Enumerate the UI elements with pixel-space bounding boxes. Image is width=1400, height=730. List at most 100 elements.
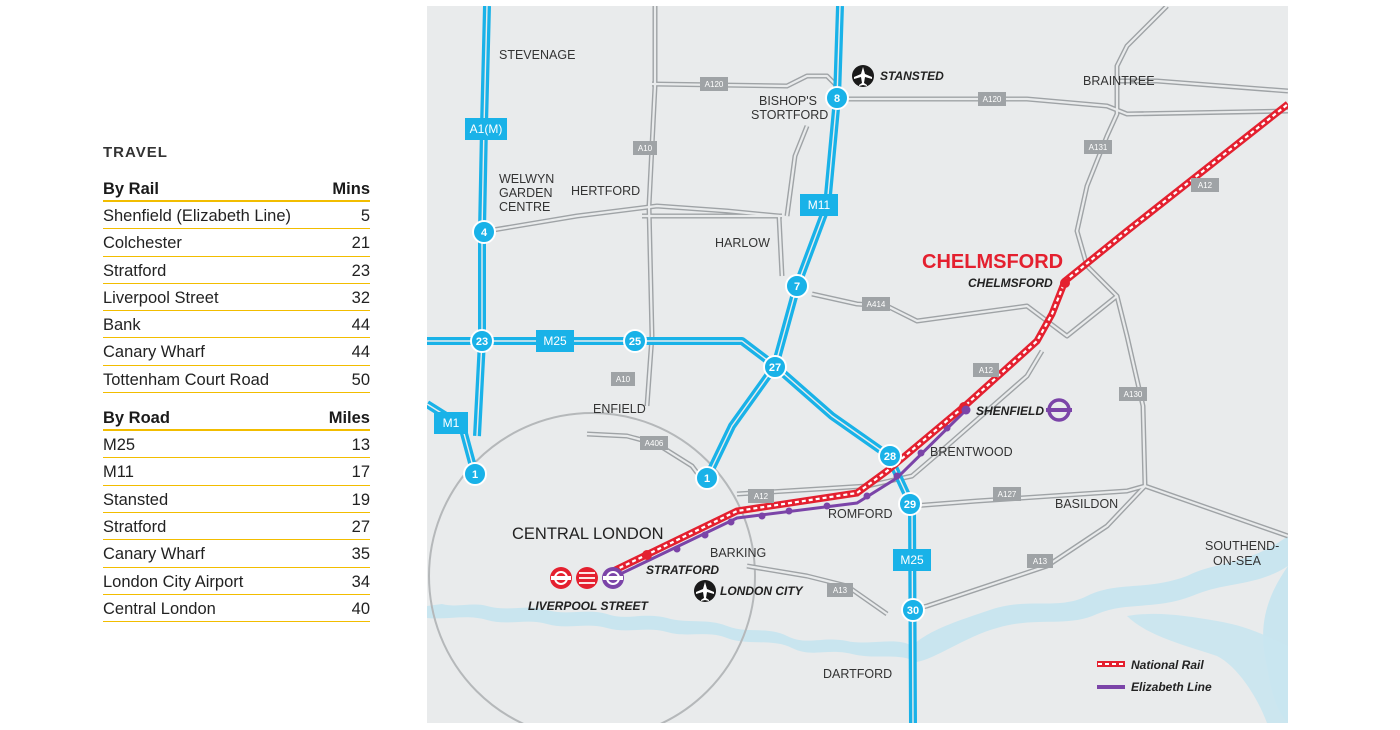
place-romford: ROMFORD [828,507,893,521]
a120-shield: A120 [700,77,728,91]
a-road-shields: A120 A120 A10 A131 A12 A414 A10 A12 A130… [611,77,1219,597]
legend-national-rail: National Rail [1131,658,1204,672]
shenfield-elizabeth-roundel[interactable] [1046,398,1072,422]
svg-text:A12: A12 [754,492,769,501]
svg-text:A130: A130 [1124,390,1143,399]
svg-text:28: 28 [884,451,896,463]
place-welwyn: GARDEN [499,186,552,200]
legend-elizabeth-line: Elizabeth Line [1131,680,1212,694]
svg-text:A406: A406 [645,439,664,448]
station-shenfield: SHENFIELD [976,404,1044,418]
junction-1-m11[interactable]: 1 [695,466,719,490]
rail-table: Shenfield (Elizabeth Line) 5 Colchester 21… [103,202,370,394]
stratford-station-dot[interactable] [642,550,652,560]
junction-8[interactable]: 8 [825,86,849,110]
junction-25[interactable]: 25 [623,329,647,353]
svg-text:29: 29 [904,499,916,511]
junction-27[interactable]: 27 [763,355,787,379]
m25-shield: M25 [536,330,574,352]
svg-text:A13: A13 [1033,557,1048,566]
place-labels: STEVENAGE WELWYN GARDEN CENTRE HERTFORD … [499,48,1279,681]
place-basildon: BASILDON [1055,497,1118,511]
row-name: Shenfield (Elizabeth Line) [103,207,292,225]
liverpool-street-national-rail-icon[interactable] [576,567,598,589]
shenfield-elizabeth-dot[interactable] [961,405,971,415]
a120-shield: A120 [978,92,1006,106]
junction-30[interactable]: 30 [901,598,925,622]
svg-text:7: 7 [794,281,800,293]
svg-text:M25: M25 [900,553,924,567]
place-harlow: HARLOW [715,236,770,250]
a13-shield: A13 [827,583,853,597]
row-value: 50 [351,370,370,389]
central-london-circle [428,412,756,723]
place-chelmsford-highlight: CHELMSFORD [922,251,1063,273]
place-central-london: CENTRAL LONDON [512,525,664,543]
place-stevenage: STEVENAGE [499,48,575,62]
a13-shield: A13 [1027,554,1053,568]
travel-panel: TRAVEL By Rail Mins Shenfield (Elizabeth… [103,144,370,623]
table-row: Shenfield (Elizabeth Line) 5 [103,202,370,230]
svg-text:M1: M1 [443,416,460,430]
road-heading: By Road [103,409,170,428]
place-welwyn: WELWYN [499,172,554,186]
road-unit: Miles [328,409,370,428]
place-bishops-stortford: BISHOP'S [759,94,817,108]
location-map[interactable]: A120 A120 A10 A131 A12 A414 A10 A12 A130… [427,6,1288,723]
svg-text:A10: A10 [616,375,631,384]
row-name: Tottenham Court Road [103,370,270,389]
motorway-shields: A1(M) M11 M25 M1 M25 [434,118,931,571]
place-southend: ON-SEA [1213,554,1262,568]
national-rail-route [605,101,1288,578]
place-braintree: BRAINTREE [1083,74,1155,88]
junction-4[interactable]: 4 [472,220,496,244]
thames-estuary [427,536,1288,723]
svg-text:A120: A120 [705,80,724,89]
a-roads [486,6,1288,617]
svg-text:A10: A10 [638,144,653,153]
row-value: 5 [360,207,370,225]
a127-shield: A127 [993,487,1021,501]
liverpool-street-elizabeth-roundel[interactable] [602,567,624,589]
junction-7[interactable]: 7 [785,274,809,298]
svg-text:8: 8 [834,93,840,105]
junction-1-m1[interactable]: 1 [463,462,487,486]
row-name: Canary Wharf [103,343,205,362]
row-name: M25 [103,436,136,455]
junction-28[interactable]: 28 [878,444,902,468]
row-name: Stratford [103,517,167,536]
svg-text:M11: M11 [808,198,831,212]
a10-shield: A10 [633,141,657,155]
stansted-airport-icon[interactable] [852,65,874,87]
row-value: 34 [351,572,370,591]
svg-text:30: 30 [907,605,919,617]
place-bishops-stortford: STORTFORD [751,108,828,122]
road-table-header: By Road Miles [103,407,370,432]
station-london-city: LONDON CITY [720,584,804,598]
a1m-shield: A1(M) [465,118,507,140]
place-enfield: ENFIELD [593,402,646,416]
place-hertford: HERTFORD [571,184,640,198]
chelmsford-station-dot[interactable] [1060,278,1070,288]
row-value: 27 [351,517,370,536]
junction-23[interactable]: 23 [470,329,494,353]
svg-text:1: 1 [472,469,478,481]
london-city-airport-icon[interactable] [694,580,716,602]
table-row: Colchester 21 [103,229,370,257]
junction-29[interactable]: 29 [898,492,922,516]
svg-text:25: 25 [629,336,641,348]
row-value: 21 [351,234,370,253]
liverpool-street-tube-roundel[interactable] [550,567,572,589]
row-name: Liverpool Street [103,288,219,307]
row-value: 19 [351,490,370,509]
svg-text:4: 4 [481,227,488,239]
a12-shield: A12 [1191,178,1219,192]
row-value: 13 [351,436,370,455]
station-liverpool-street: LIVERPOOL STREET [528,599,649,613]
table-row: Stratford 27 [103,513,370,541]
table-row: Tottenham Court Road 50 [103,366,370,394]
row-name: Colchester [103,234,182,253]
table-row: M25 13 [103,431,370,459]
